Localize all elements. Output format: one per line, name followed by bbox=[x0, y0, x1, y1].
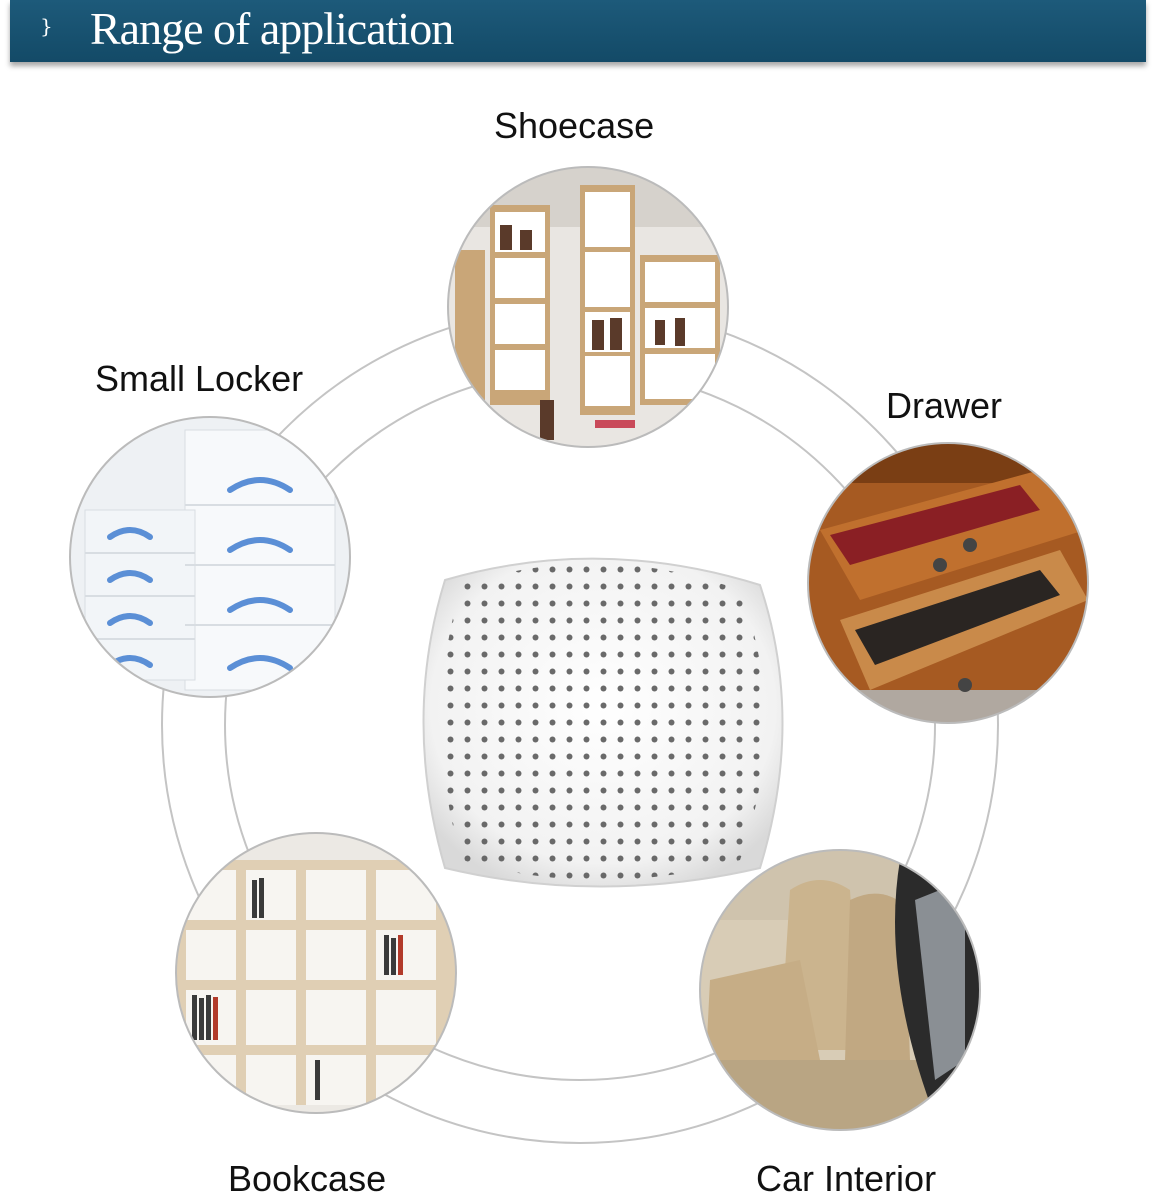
banner-bracket-mark: } bbox=[40, 14, 53, 38]
bookcase-photo bbox=[176, 833, 456, 1113]
label-drawer: Drawer bbox=[886, 385, 1003, 426]
shoecase-photo bbox=[448, 167, 728, 447]
label-small-locker: Small Locker bbox=[95, 358, 304, 399]
car-interior-photo bbox=[700, 850, 980, 1130]
drawer-photo bbox=[808, 443, 1088, 723]
small-locker-photo bbox=[70, 417, 350, 697]
label-car-interior: Car Interior bbox=[756, 1158, 937, 1199]
label-bookcase: Bookcase bbox=[228, 1158, 387, 1199]
label-shoecase: Shoecase bbox=[494, 105, 655, 146]
page-title: Range of application bbox=[90, 3, 454, 54]
dehumidifier-product bbox=[422, 557, 784, 888]
header-banner: } Range of application bbox=[10, 0, 1146, 62]
